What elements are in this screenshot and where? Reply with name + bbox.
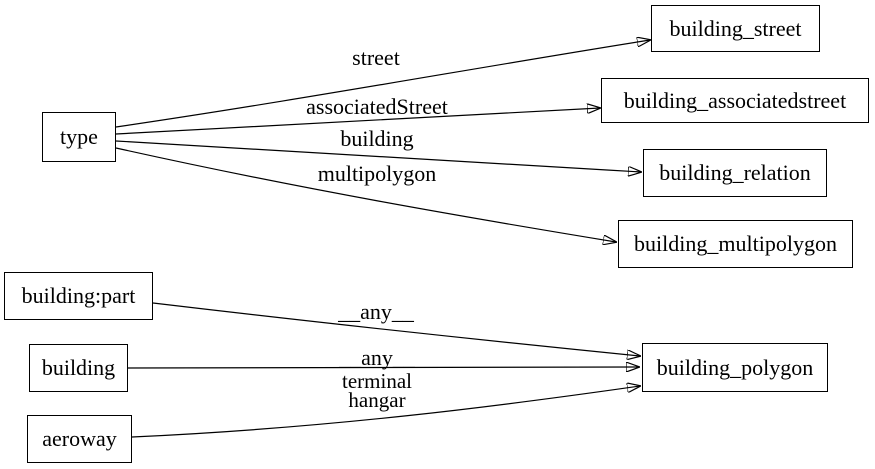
node-building-multipolygon: building_multipolygon [618, 220, 853, 268]
edge-type-building_relation [115, 140, 641, 172]
edge-label-terminal-hangar: terminal hangar [342, 369, 412, 412]
node-building-relation: building_relation [643, 149, 827, 197]
node-aeroway: aeroway [27, 415, 132, 463]
edge-label-building: building [340, 126, 414, 151]
edge-label-street: street [352, 45, 400, 70]
node-building-polygon: building_polygon [642, 343, 828, 392]
node-building-street: building_street [651, 5, 820, 52]
edge-label-any-building: __any__ [339, 345, 415, 370]
edge-building-building_polygon [127, 367, 639, 368]
edge-type-building_associatedstreet [115, 108, 600, 135]
edge-type-building_multipolygon [115, 147, 616, 242]
edge-label-any-building-part: __any__ [338, 299, 414, 324]
edge-label-associatedstreet: associatedStreet [306, 94, 448, 119]
edge-label-hangar: hangar [348, 388, 406, 412]
edge-label-terminal: terminal [342, 369, 412, 393]
node-type: type [42, 112, 116, 162]
node-building-associatedstreet: building_associatedstreet [601, 78, 869, 123]
edge-building_part-building_polygon [152, 302, 640, 356]
edge-aeroway-building_polygon [131, 386, 640, 438]
node-building: building [29, 344, 128, 392]
node-building-part: building:part [4, 272, 153, 320]
edge-type-building_street [115, 40, 650, 128]
edge-label-multipolygon: multipolygon [317, 161, 437, 186]
